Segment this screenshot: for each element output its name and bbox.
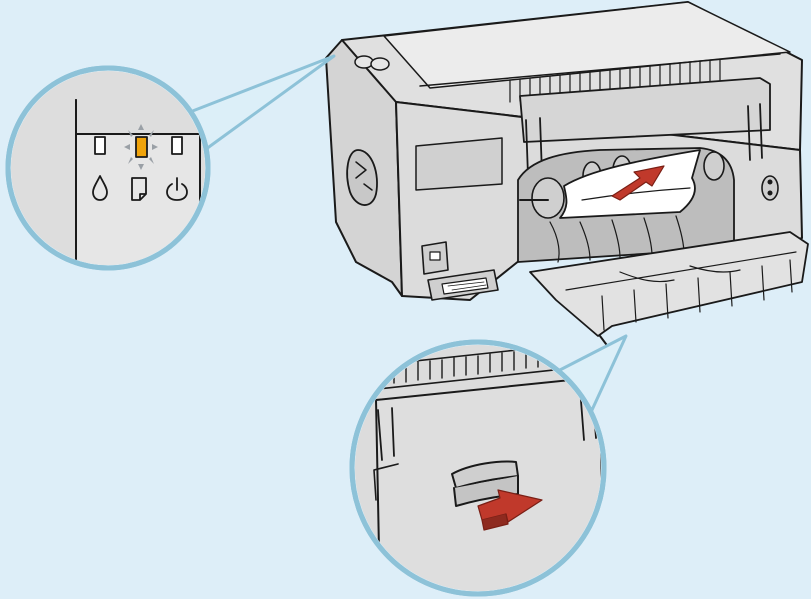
rear-right-screw xyxy=(762,176,778,200)
printer-rear-view xyxy=(326,2,808,352)
ink-indicator-light xyxy=(95,137,105,154)
top-button-1 xyxy=(355,56,373,68)
paper-indicator-light xyxy=(136,137,147,157)
power-indicator-light xyxy=(172,137,182,154)
rear-unit-callout xyxy=(340,330,640,599)
top-button-2 xyxy=(371,58,389,70)
control-panel-callout xyxy=(0,56,334,280)
callout-pointer-top xyxy=(190,56,334,152)
rear-label-recess xyxy=(416,138,502,190)
